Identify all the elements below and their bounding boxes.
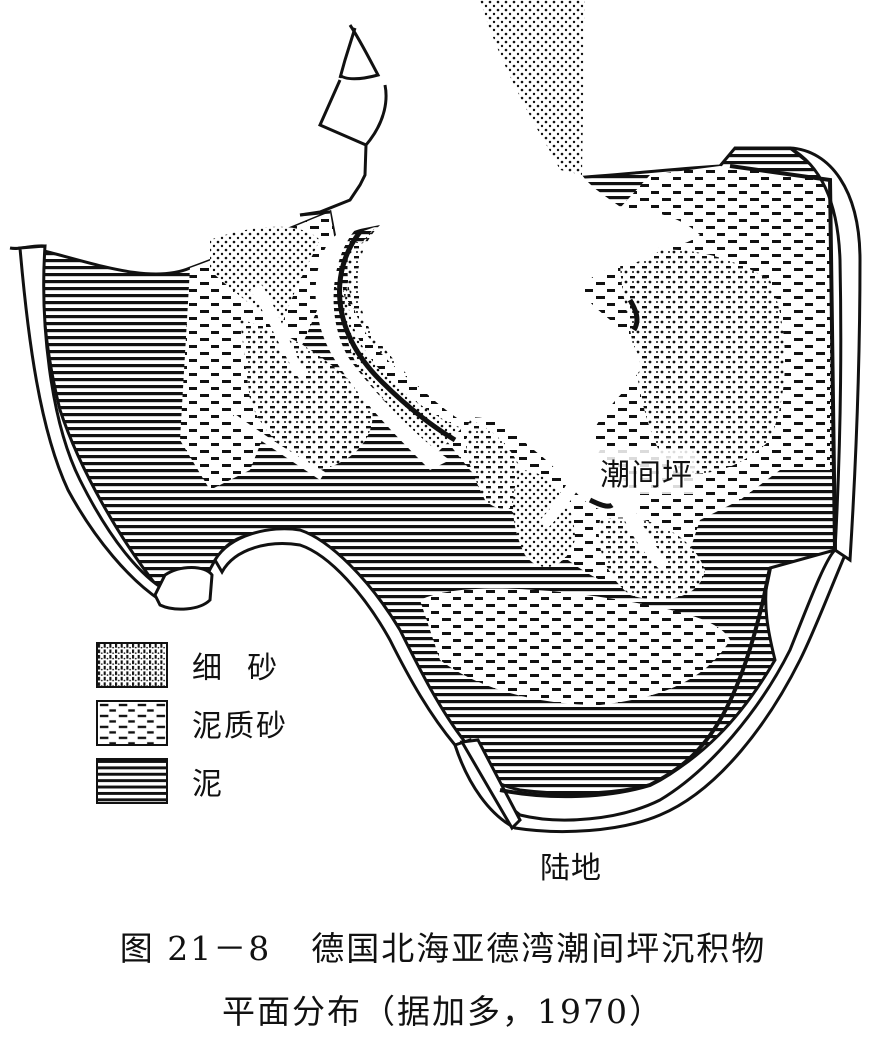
legend-label: 细 砂 <box>192 651 280 686</box>
legend-item-muddy-sand: 泥质砂 <box>96 694 336 752</box>
figure-caption-line-1: 图 21－8 德国北海亚德湾潮间坪沉积物 <box>0 922 886 970</box>
tidal-flat-label: 潮间坪 <box>598 450 695 494</box>
land-label: 陆地 <box>540 851 602 886</box>
caption-title: 德国北海亚德湾潮间坪沉积物 <box>311 929 767 968</box>
figure-number: 图 21－8 <box>119 929 272 968</box>
legend-label: 泥 <box>192 767 224 802</box>
fine-sand-swatch-icon <box>96 642 168 688</box>
figure-caption-line-2: 平面分布（据加多，1970） <box>222 992 664 1031</box>
northern-coastline <box>9 24 388 250</box>
bay-outline <box>729 164 837 551</box>
mud-swatch-icon <box>96 758 168 804</box>
muddy-sand-swatch-icon <box>96 700 168 746</box>
dike-bands <box>18 146 862 834</box>
bay-outline-south <box>499 567 772 799</box>
legend-label: 泥质砂 <box>192 709 288 744</box>
tidal-channels <box>230 0 700 570</box>
legend-item-mud: 泥 <box>96 752 336 810</box>
legend: 细 砂 泥质砂 <box>96 636 336 810</box>
fine-sand-zone <box>210 0 785 600</box>
legend-item-fine-sand: 细 砂 <box>96 636 336 694</box>
